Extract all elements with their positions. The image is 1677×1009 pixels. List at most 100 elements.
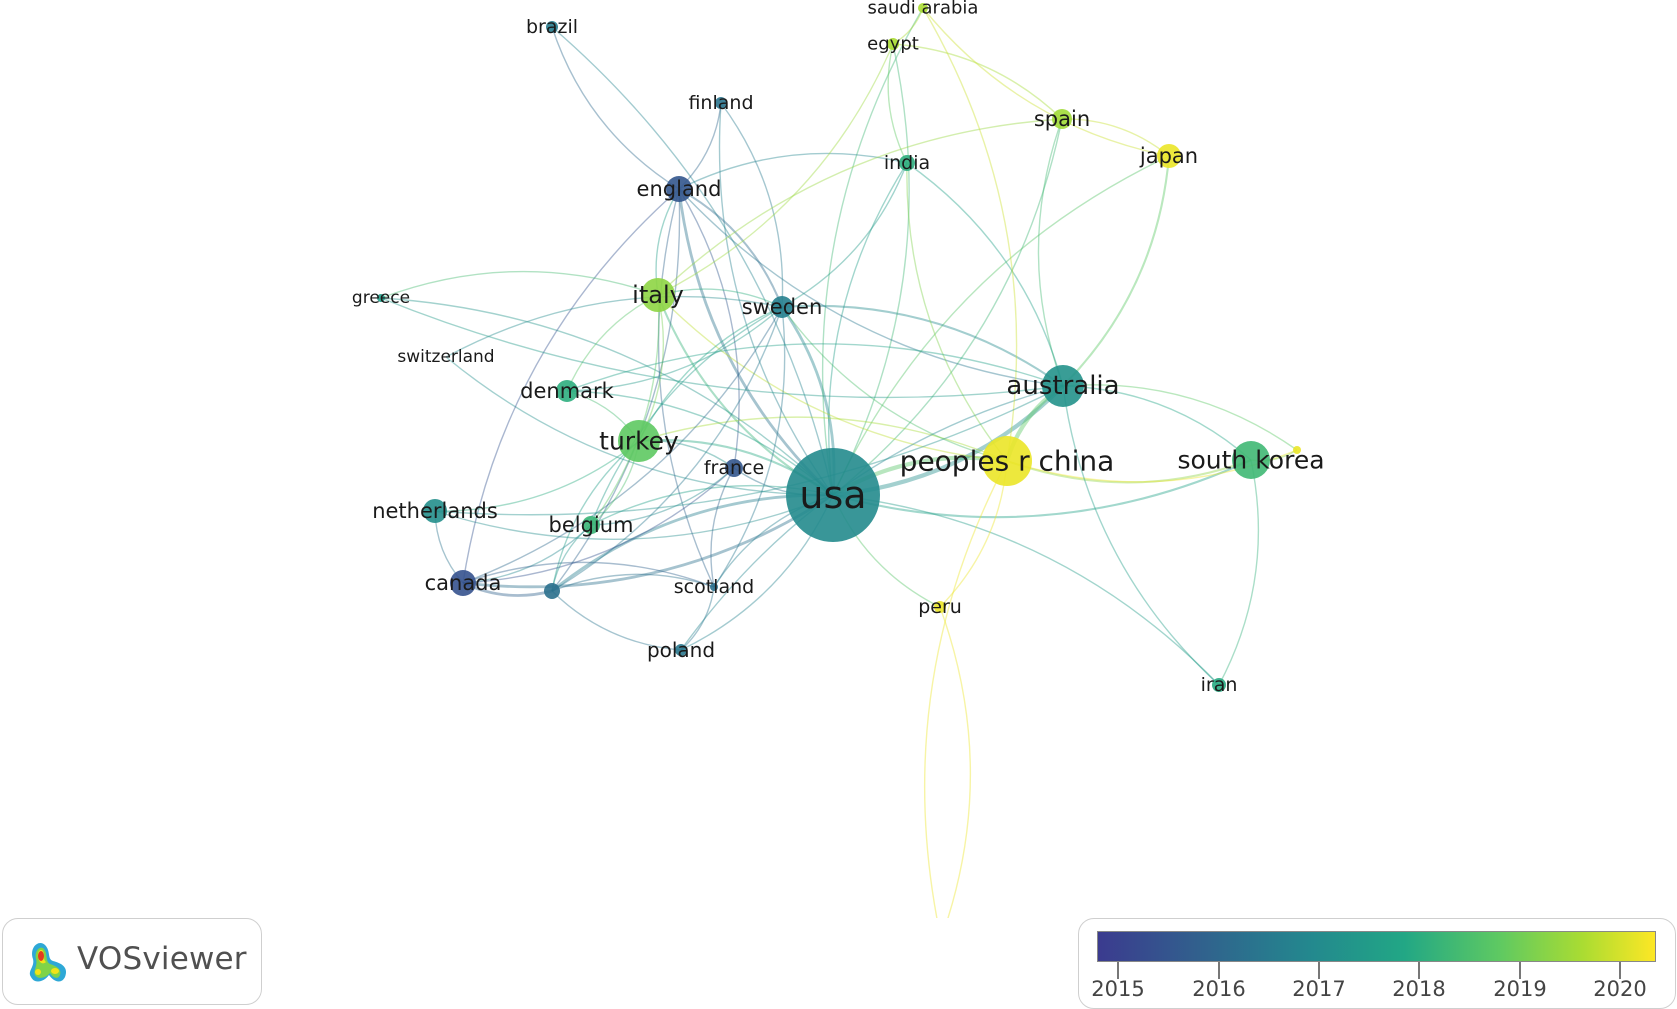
node-england[interactable]	[666, 176, 692, 202]
label-scotland[interactable]: scotland	[674, 576, 754, 598]
node-iran[interactable]	[1212, 678, 1226, 692]
label-switzerland[interactable]: switzerland	[397, 347, 494, 367]
node-layer	[377, 3, 1301, 692]
network-canvas[interactable]: usa peoples r china australia south korea tu…	[0, 0, 1677, 918]
label-india[interactable]: india	[884, 152, 930, 174]
node-turkey[interactable]	[618, 420, 660, 462]
link-egypt-india	[887, 43, 908, 164]
link-canada-scotland	[462, 561, 715, 588]
node-canada[interactable]	[450, 570, 476, 596]
link-switzerland-sweden	[445, 295, 783, 358]
link-australia-sweden	[781, 304, 1064, 387]
node-usa[interactable]	[786, 448, 880, 542]
node-japan[interactable]	[1157, 144, 1181, 168]
link-italy-denmark	[566, 294, 659, 392]
link-france-scotland	[710, 467, 735, 588]
legend-tick-label-2017: 2017	[1292, 977, 1346, 1001]
link-sweden-india	[781, 162, 908, 308]
label-england[interactable]: england	[637, 177, 722, 201]
link-england-sweden	[678, 188, 783, 308]
label-spain[interactable]: spain	[1034, 107, 1090, 131]
label-peru[interactable]: peru	[918, 596, 962, 618]
year-gradient-bar	[1097, 931, 1656, 962]
label-netherlands[interactable]: netherlands	[372, 499, 498, 523]
legend-tick-label-2015: 2015	[1091, 977, 1145, 1001]
link-saudi-arabia-peoples-r-china	[922, 7, 1018, 462]
link-denmark-australia	[566, 343, 1064, 392]
link-usa-iran	[832, 494, 1220, 686]
label-belgium[interactable]: belgium	[548, 513, 633, 537]
label-iran[interactable]: iran	[1201, 674, 1238, 696]
node-peoples-r-china[interactable]	[982, 436, 1032, 486]
node-brazil[interactable]	[546, 21, 558, 33]
link-italy-egypt	[657, 43, 894, 296]
node-egypt[interactable]	[887, 38, 899, 50]
label-canada[interactable]: canada	[425, 571, 502, 595]
label-turkey[interactable]: turkey	[599, 427, 679, 456]
node-peru[interactable]	[934, 601, 946, 613]
label-poland[interactable]: poland	[647, 638, 715, 662]
label-italy[interactable]: italy	[632, 281, 684, 309]
link-peoples-r-china-italy	[657, 294, 1008, 462]
legend-tick-label-2018: 2018	[1392, 977, 1446, 1001]
node-spain[interactable]	[1052, 109, 1072, 129]
label-denmark[interactable]: denmark	[520, 379, 615, 403]
label-saudi-arabia[interactable]: saudi arabia	[868, 0, 979, 19]
label-greece[interactable]: greece	[352, 288, 410, 308]
node-india[interactable]	[899, 155, 915, 171]
legend-tick-label-2019: 2019	[1493, 977, 1547, 1001]
link-sweden-denmark	[566, 306, 783, 392]
node-italy[interactable]	[641, 278, 675, 312]
link-peoples-r-china-south-korea	[1006, 459, 1252, 484]
label-peoples-r-china[interactable]: peoples r china	[900, 445, 1115, 478]
legend-tick-2020	[1619, 962, 1621, 979]
link-usa-spain	[832, 118, 1063, 496]
label-egypt[interactable]: egypt	[867, 34, 919, 55]
node-belgium[interactable]	[582, 516, 600, 534]
legend-tick-label-2016: 2016	[1192, 977, 1246, 1001]
node-unlabeled-b[interactable]	[1293, 446, 1301, 454]
link-usa-saudi-arabia	[821, 7, 924, 496]
node-finland[interactable]	[715, 97, 727, 109]
link-turkey-netherlands	[434, 440, 640, 512]
label-japan[interactable]: japan	[1139, 144, 1198, 168]
link-sweden-belgium	[590, 306, 783, 526]
link-england-scotland	[657, 188, 715, 588]
link-australia-spain	[1037, 118, 1064, 387]
link-poland-scotland	[680, 586, 715, 651]
label-south-korea[interactable]: south korea	[1177, 446, 1324, 475]
node-south-korea[interactable]	[1232, 441, 1270, 479]
node-sweden[interactable]	[771, 296, 793, 318]
link-south-korea-iran	[1218, 459, 1260, 686]
label-finland[interactable]: finland	[688, 92, 753, 114]
node-netherlands[interactable]	[423, 499, 447, 523]
link-spain-japan	[1061, 118, 1170, 157]
link-peru-turkiye	[939, 606, 972, 918]
node-saudi-arabia[interactable]	[918, 3, 928, 13]
link-usa-canada	[462, 493, 834, 589]
link-england-france	[678, 188, 740, 469]
legend-tick-2019	[1519, 962, 1521, 979]
link-sweden-unlabeled-a	[551, 306, 783, 592]
node-denmark[interactable]	[556, 380, 578, 402]
label-usa[interactable]: usa	[799, 473, 866, 517]
link-england-canada	[462, 188, 680, 584]
node-scotland[interactable]	[710, 583, 718, 591]
label-sweden[interactable]: sweden	[742, 295, 823, 319]
node-greece[interactable]	[377, 294, 385, 302]
link-greece-australia	[380, 297, 1064, 399]
label-australia[interactable]: australia	[1006, 371, 1119, 401]
label-brazil[interactable]: brazil	[526, 16, 578, 38]
link-england-unlabeled-a	[551, 188, 681, 592]
node-australia[interactable]	[1042, 365, 1084, 407]
link-australia-japan	[1062, 155, 1171, 387]
link-usa-greece	[380, 297, 834, 496]
link-italy-belgium	[590, 294, 660, 526]
link-usa-brazil	[551, 26, 834, 496]
node-france[interactable]	[725, 459, 743, 477]
label-layer: usa peoples r china australia south korea tu…	[352, 0, 1325, 696]
label-france[interactable]: france	[704, 457, 764, 479]
node-unlabeled-a[interactable]	[544, 583, 560, 599]
link-sweden-canada	[462, 306, 783, 584]
node-poland[interactable]	[675, 644, 687, 656]
